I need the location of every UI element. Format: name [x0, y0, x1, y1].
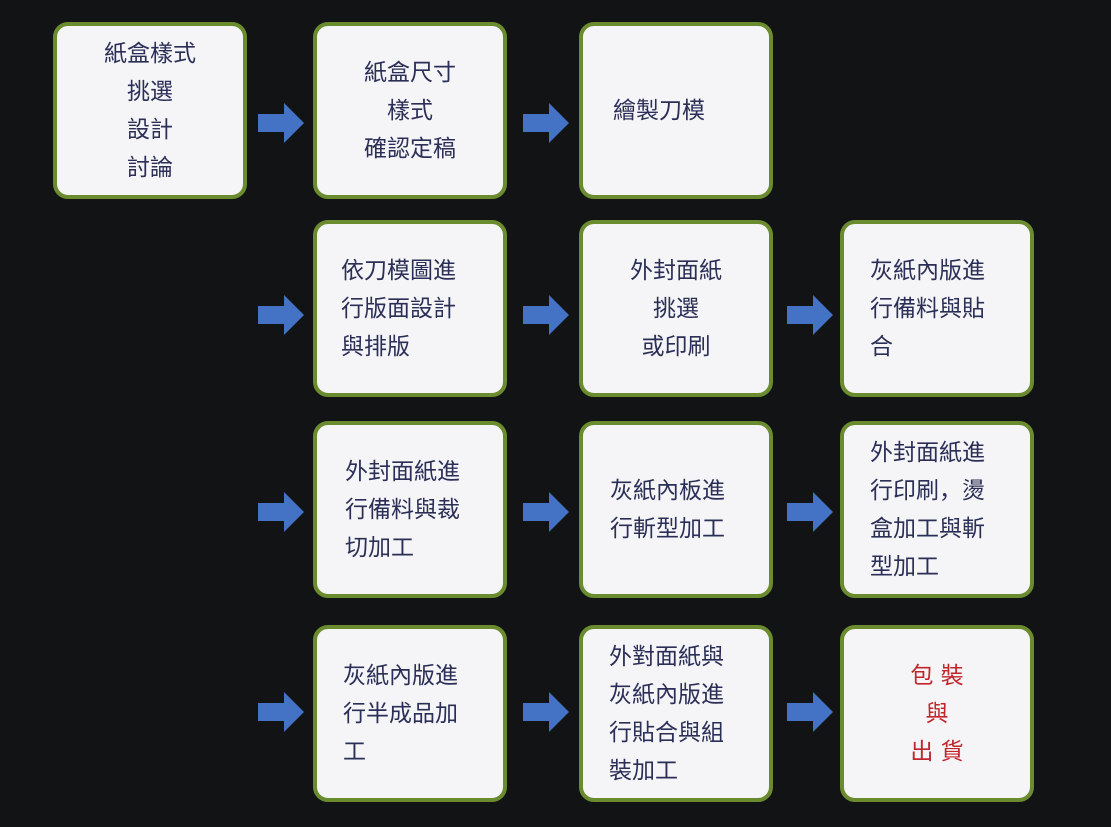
step-text-line: 盒加工與斬: [870, 515, 985, 542]
step-box-cover-prep-cut: 外封面紙進行備料與裁切加工: [313, 421, 507, 598]
step-text-line: 行半成品加: [343, 700, 458, 727]
step-text-line: 合: [870, 333, 893, 360]
step-text-line: 外封面紙: [630, 257, 722, 284]
right-arrow-icon: [523, 103, 569, 143]
step-text-line: 行備料與貼: [870, 295, 985, 322]
step-text-line: 裝加工: [609, 757, 678, 784]
step-text-line: 外對面紙與: [609, 643, 724, 670]
step-box-board-die-cut: 灰紙內板進行斬型加工: [579, 421, 773, 598]
step-text-line: 行版面設計: [341, 295, 456, 322]
step-box-board-prep-laminate: 灰紙內版進行備料與貼合: [840, 220, 1034, 397]
right-arrow-icon: [258, 492, 304, 532]
step-box-cover-paper-select: 外封面紙挑選或印刷: [579, 220, 773, 397]
step-text-line: 行斬型加工: [610, 515, 725, 542]
right-arrow-icon: [523, 692, 569, 732]
right-arrow-icon: [523, 295, 569, 335]
step-text-line: 行貼合與組: [609, 719, 724, 746]
step-text-line: 確認定稿: [364, 135, 456, 162]
step-text-line: 或印刷: [641, 333, 711, 360]
step-text-line: 灰紙內版進: [870, 257, 985, 284]
step-box-style-discussion: 紙盒樣式挑選設計討論: [53, 22, 247, 199]
right-arrow-icon: [787, 692, 833, 732]
step-text-line: 與: [925, 700, 949, 727]
step-box-layout-design: 依刀模圖進行版面設計與排版: [313, 220, 507, 397]
step-text-line: 紙盒尺寸: [364, 59, 456, 86]
step-text-line: 挑選: [653, 295, 699, 322]
step-text-line: 灰紙內版進: [343, 662, 458, 689]
step-text-line: 外封面紙進: [870, 439, 985, 466]
step-text-line: 與排版: [341, 333, 410, 360]
right-arrow-icon: [258, 103, 304, 143]
step-text-line: 切加工: [345, 534, 414, 561]
step-text-line: 討論: [127, 154, 173, 181]
right-arrow-icon: [787, 295, 833, 335]
step-box-die-drawing: 繪製刀模: [579, 22, 773, 199]
right-arrow-icon: [523, 492, 569, 532]
right-arrow-icon: [258, 295, 304, 335]
step-text-line: 行備料與裁: [345, 496, 460, 523]
step-box-board-semi-finish: 灰紙內版進行半成品加工: [313, 625, 507, 802]
right-arrow-icon: [787, 492, 833, 532]
step-text-line: 工: [343, 738, 366, 765]
step-text-line: 挑選: [127, 78, 173, 105]
step-box-size-confirm: 紙盒尺寸樣式確認定稿: [313, 22, 507, 199]
step-text-line: 設計: [127, 116, 173, 143]
step-text-line: 行印刷，燙: [870, 477, 985, 504]
step-text-line: 外封面紙進: [345, 458, 460, 485]
step-box-pack-ship: 包 裝與出 貨: [840, 625, 1034, 802]
step-text-line: 灰紙內板進: [610, 477, 725, 504]
step-text-line: 灰紙內版進: [609, 681, 724, 708]
step-text-line: 繪製刀模: [613, 97, 705, 124]
step-text-line: 依刀模圖進: [341, 257, 456, 284]
right-arrow-icon: [258, 692, 304, 732]
step-text-line: 紙盒樣式: [104, 40, 196, 67]
step-box-assembly: 外對面紙與灰紙內版進行貼合與組裝加工: [579, 625, 773, 802]
step-text-line: 型加工: [870, 553, 939, 580]
step-text-line: 包 裝: [910, 662, 964, 689]
step-text-line: 出 貨: [910, 738, 964, 765]
step-box-cover-print-foil: 外封面紙進行印刷，燙盒加工與斬型加工: [840, 421, 1034, 598]
step-text-line: 樣式: [387, 97, 433, 124]
